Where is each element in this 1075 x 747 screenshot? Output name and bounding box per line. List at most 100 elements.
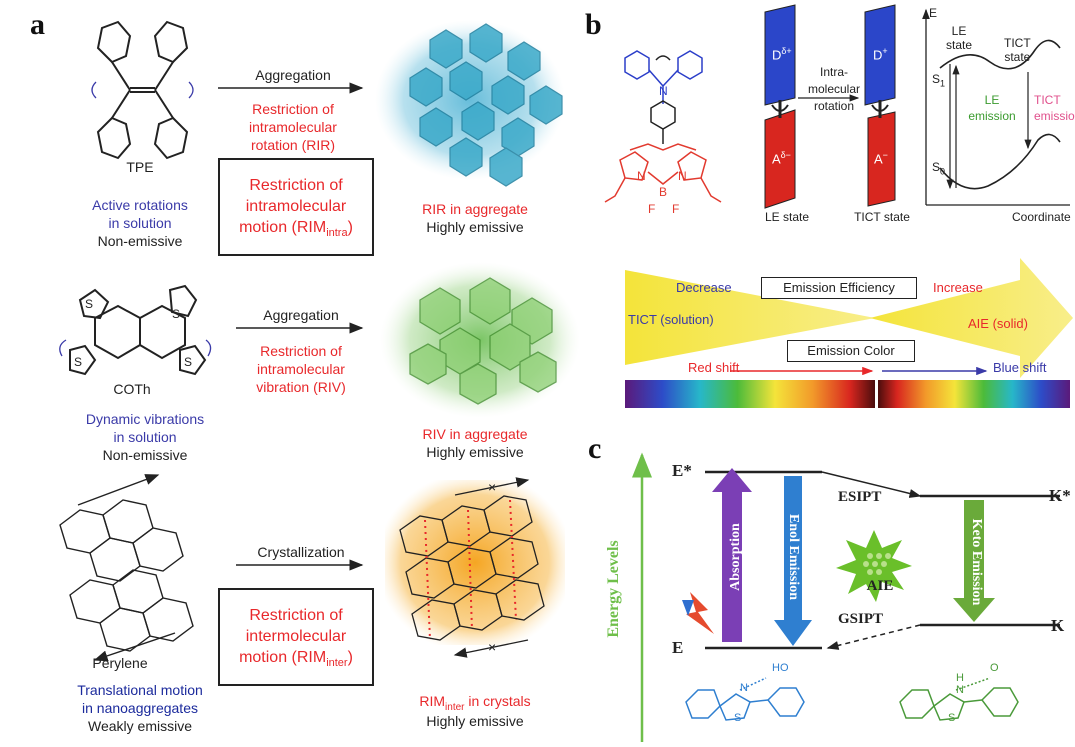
le-acceptor-charge: δ− <box>780 150 791 160</box>
gsipt-label: GSIPT <box>838 611 884 627</box>
e-star-label: E* <box>672 461 692 480</box>
enol-molecule <box>685 677 805 721</box>
tict-yellow-wedge <box>625 270 875 365</box>
row2-arrow-label: Aggregation <box>263 307 339 323</box>
rim-inter-close: ) <box>347 649 353 666</box>
keto-emission-arrow <box>953 500 995 622</box>
coth-molecule <box>59 284 212 376</box>
s0-letter: S <box>932 160 941 174</box>
energy-diagram-axes <box>922 8 1070 206</box>
aie-label: AIE <box>866 578 894 594</box>
keto-s-atom: S <box>948 712 956 724</box>
decrease-label: Decrease <box>676 280 732 295</box>
tpe-label: TPE <box>126 159 154 175</box>
tpe-emission-state: Non-emissive <box>97 233 183 249</box>
coth-emission-state: Non-emissive <box>102 447 188 463</box>
svg-text:N: N <box>678 169 687 183</box>
keto-o-atom: O <box>990 662 999 674</box>
enol-s-atom: S <box>734 712 742 724</box>
le-donor-charge: δ+ <box>781 46 792 56</box>
perylene-molecule <box>59 499 194 652</box>
enol-ho-group: HO <box>772 662 789 674</box>
s0-label: S0 <box>932 160 945 176</box>
row1-arrow-label: Aggregation <box>255 67 331 83</box>
rir-result-label: RIR in aggregate <box>422 201 528 217</box>
svg-text:N: N <box>659 84 668 98</box>
row2-mechanism: Restriction of intramolecular vibration … <box>256 343 346 395</box>
rir-result-emission: Highly emissive <box>426 219 524 235</box>
lightning-icon <box>686 592 714 634</box>
rim-inter-crystal-image: × × <box>385 477 565 658</box>
svg-text:×: × <box>488 639 496 655</box>
tict-donor-letter: D <box>873 47 883 63</box>
enol-emission-label: Enol Emission <box>786 514 801 600</box>
rim-inter-text: Restriction of intermolecular motion (RI… <box>239 607 347 666</box>
esipt-label: ESIPT <box>838 489 882 505</box>
svg-text:B: B <box>659 185 667 199</box>
panel-b-graphics: N N N B F F <box>604 4 1073 408</box>
le-state-caption: LE state <box>764 210 810 224</box>
enol-n-atom: N <box>740 682 748 694</box>
absorption-label: Absorption <box>728 523 743 591</box>
tpe-molecule <box>91 20 194 160</box>
panel-c-letter: c <box>588 432 602 465</box>
le-donor-letter: D <box>772 47 782 63</box>
rim-intra-text: Restriction of intramolecular motion (RI… <box>239 177 347 236</box>
s0-subscript: 0 <box>940 166 946 177</box>
riv-result-emission: Highly emissive <box>426 444 524 460</box>
rim-inter-subscript: inter <box>326 657 348 670</box>
row3-arrow-label: Crystallization <box>257 544 345 560</box>
coordinate-axis-label: Coordinate <box>1012 210 1071 224</box>
aie-solid-label: AIE (solid) <box>968 316 1028 331</box>
svg-text:×: × <box>488 479 496 495</box>
svg-text:F: F <box>672 202 679 216</box>
k-star-label: K* <box>1049 486 1071 505</box>
s1-label: S1 <box>932 72 945 88</box>
rim-inter-result-emission: Highly emissive <box>426 713 524 729</box>
coth-state-description: Dynamic vibrations in solution <box>85 411 205 445</box>
keto-h-atom: H <box>956 672 964 684</box>
tict-donor-charge: + <box>882 46 888 56</box>
rim-inter-box: Restriction of intermolecular motion (RI… <box>218 588 374 686</box>
energy-levels-axis-label: Energy Levels <box>605 540 622 638</box>
keto-molecule <box>899 677 1019 721</box>
increase-label: Increase <box>933 280 983 295</box>
emission-color-box: Emission Color <box>787 340 915 362</box>
tict-state-donor-block <box>864 4 896 106</box>
s0-curve <box>939 133 1061 190</box>
row1-mechanism: Restriction of intramolecular rotation (… <box>249 101 337 153</box>
energy-axis-label: E <box>929 6 938 20</box>
le-emission-label: LE emission <box>968 93 1016 123</box>
rim-intra-subscript: intra <box>326 227 348 240</box>
keto-n-atom: N <box>956 684 964 696</box>
s1-curve <box>939 39 1061 70</box>
enol-emission-arrow <box>774 476 812 646</box>
blue-shift-label: Blue shift <box>993 360 1047 375</box>
coth-label: COTh <box>113 381 151 397</box>
le-donor-label: Dδ+ <box>772 46 792 62</box>
spectrum-red-shift <box>625 380 875 408</box>
le-state-donor-block <box>764 4 796 106</box>
svg-text:S: S <box>172 307 180 321</box>
panel-b-letter: b <box>585 8 602 41</box>
spectrum-blue-shift <box>878 380 1070 408</box>
panel-a-letter: a <box>30 8 45 41</box>
gsipt-arrow <box>826 624 921 650</box>
le-state-acceptor-block <box>764 109 796 209</box>
rim-intra-close: ) <box>347 219 353 236</box>
rim-inter-result-sub: inter <box>445 701 465 713</box>
bodipy-amine-molecule <box>604 50 722 203</box>
rim-inter-result-main: RIM <box>419 693 446 709</box>
tict-donor-label: D+ <box>873 46 888 62</box>
perylene-emission-state: Weakly emissive <box>88 718 192 734</box>
tict-acceptor-label: A− <box>874 150 888 166</box>
aie-yellow-arrow <box>870 258 1073 378</box>
svg-text:S: S <box>74 355 82 369</box>
translation-arrow-top <box>77 474 160 506</box>
translation-arrow-bottom <box>93 632 176 662</box>
e-label: E <box>672 638 684 657</box>
rim-intra-box: Restriction of intramolecular motion (RI… <box>218 158 374 256</box>
s1-subscript: 1 <box>940 78 946 89</box>
s1-letter: S <box>932 72 941 86</box>
